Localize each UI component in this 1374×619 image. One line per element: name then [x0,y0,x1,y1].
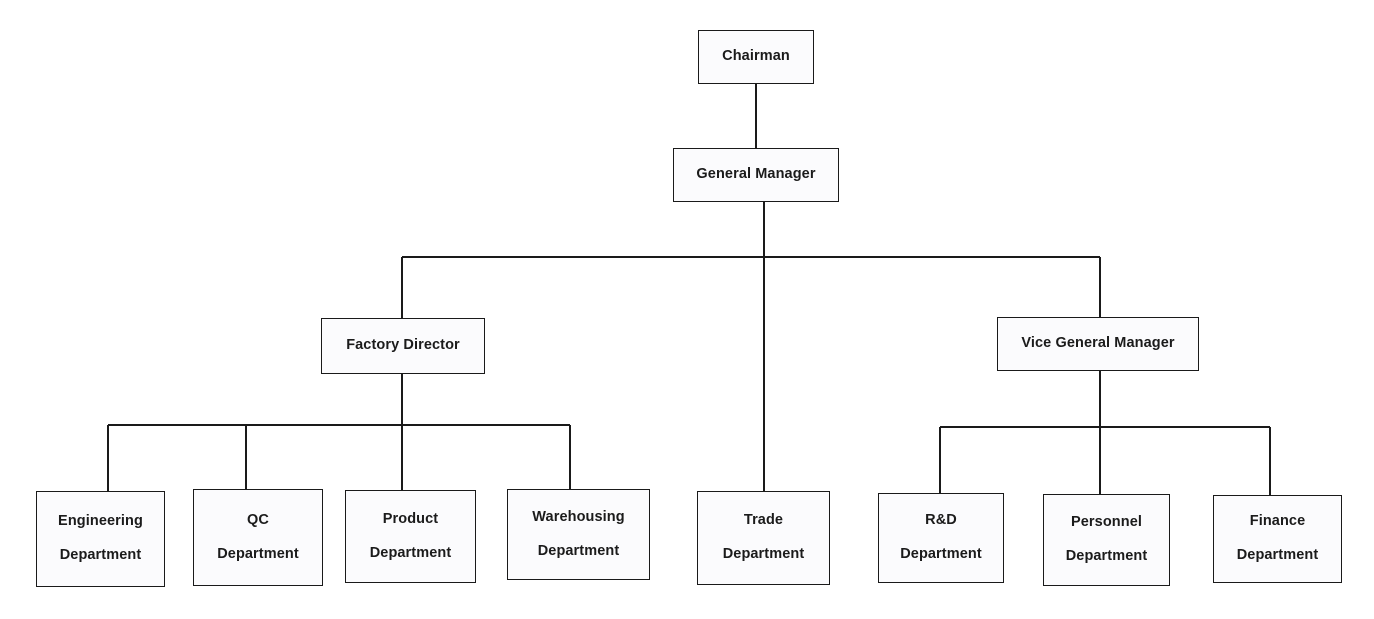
node-qc-department[interactable]: QC Department [193,489,323,586]
node-warehousing-department-suffix: Department [537,542,620,559]
node-warehousing-department[interactable]: Warehousing Department [507,489,650,580]
node-general-manager-label: General Manager [696,166,816,183]
node-trade-department[interactable]: Trade Department [697,491,830,585]
node-engineering-department-name: Engineering [58,513,143,530]
node-personnel-department[interactable]: Personnel Department [1043,494,1170,586]
node-vice-general-manager-label: Vice General Manager [1021,335,1175,352]
node-product-department-name: Product [382,510,439,527]
node-factory-director[interactable]: Factory Director [321,318,485,374]
node-personnel-department-name: Personnel [1070,514,1142,531]
node-rd-department-suffix: Department [900,546,982,562]
node-warehousing-department-name: Warehousing [532,508,625,525]
node-rd-department[interactable]: R&D Department [878,493,1004,583]
node-engineering-department-suffix: Department [59,547,142,563]
node-engineering-department[interactable]: Engineering Department [36,491,165,587]
node-vice-general-manager[interactable]: Vice General Manager [997,317,1199,371]
node-factory-director-label: Factory Director [346,337,460,354]
node-finance-department[interactable]: Finance Department [1213,495,1342,583]
node-chairman-label: Chairman [722,48,790,65]
node-product-department-suffix: Department [369,544,452,561]
node-qc-department-name: QC [247,511,269,528]
node-chairman[interactable]: Chairman [698,30,814,84]
node-rd-department-name: R&D [925,512,957,529]
node-finance-department-name: Finance [1249,513,1306,530]
node-qc-department-suffix: Department [217,545,299,562]
node-trade-department-suffix: Department [722,546,805,562]
node-finance-department-suffix: Department [1236,547,1319,563]
node-general-manager[interactable]: General Manager [673,148,839,202]
node-product-department[interactable]: Product Department [345,490,476,583]
node-personnel-department-suffix: Department [1065,548,1148,564]
node-trade-department-name: Trade [743,512,784,529]
